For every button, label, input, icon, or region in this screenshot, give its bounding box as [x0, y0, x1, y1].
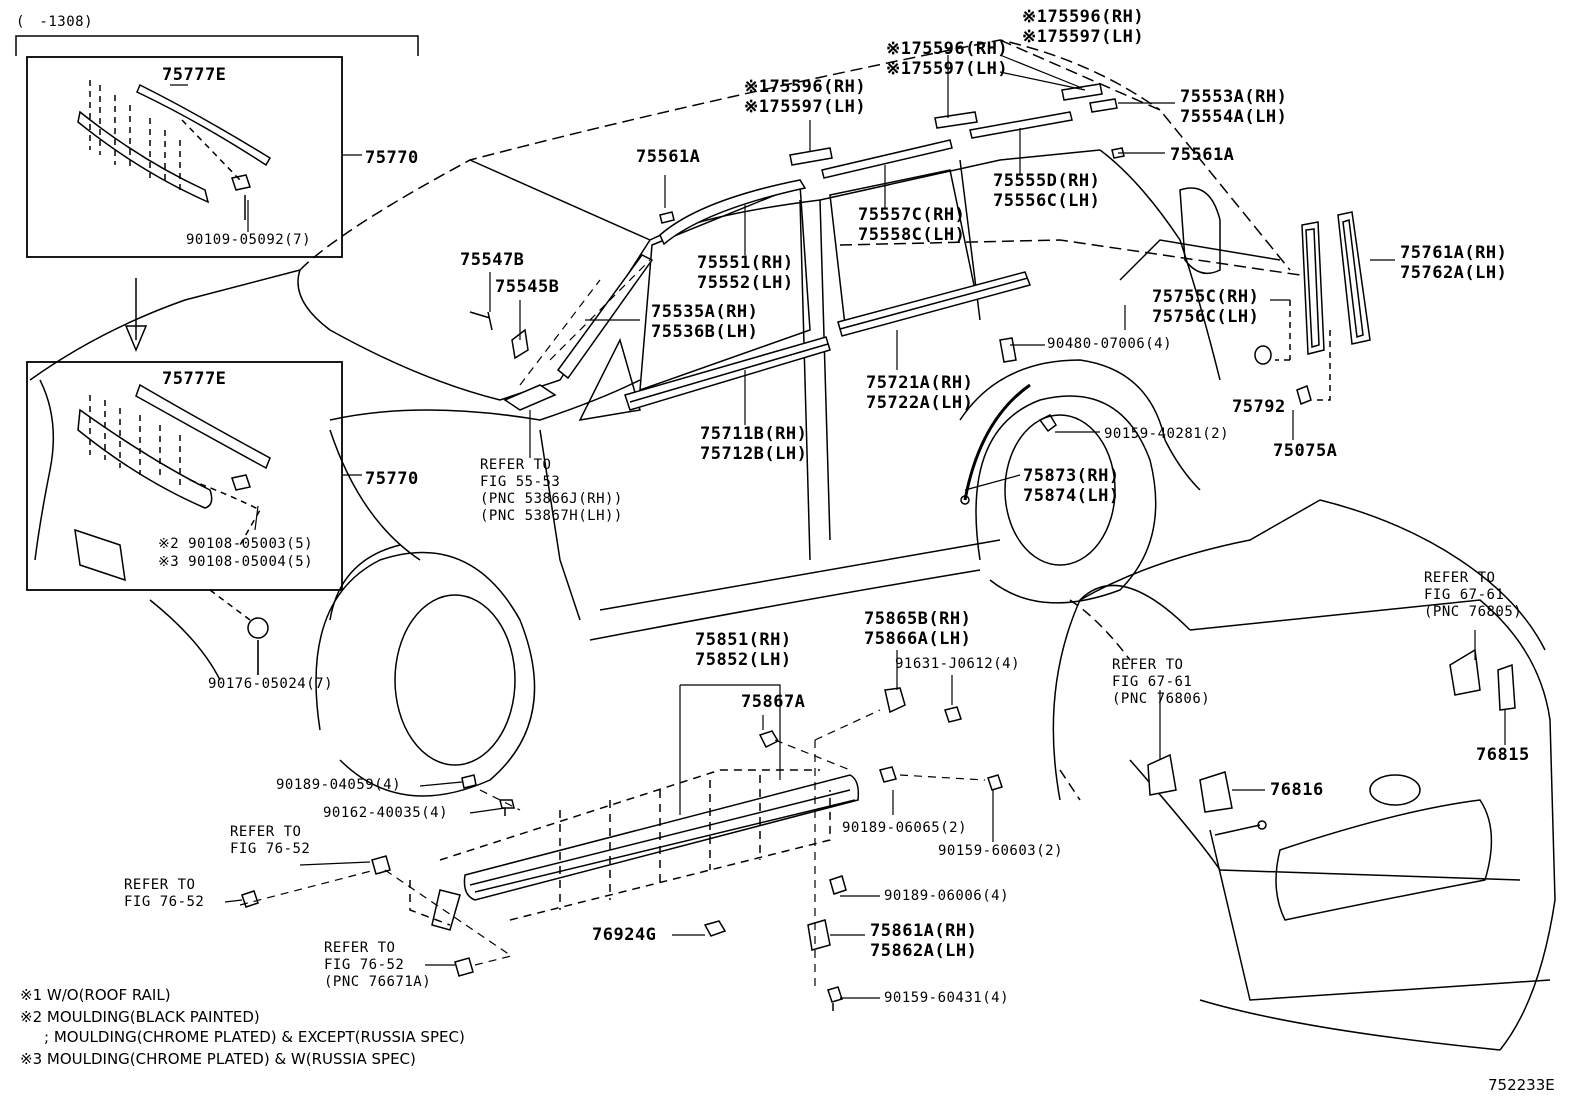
footnote-1: ※1 W/O(ROOF RAIL): [20, 986, 171, 1004]
fasteners: [241, 687, 1003, 1011]
down-arrow: [124, 278, 148, 352]
leader-lines: [170, 54, 1506, 999]
clip-90176: [247, 617, 269, 639]
part-label-75777E-top: 75777E: [162, 65, 227, 85]
part-label-90176: 90176-05024(7): [208, 676, 334, 692]
part-label-75756C: 75756C(LH): [1152, 307, 1260, 327]
part-label-76924G: 76924G: [592, 925, 657, 945]
part-label-75712B: 75712B(LH): [700, 444, 808, 464]
part-label-75557C: 75557C(RH): [858, 205, 966, 225]
part-label-75561A-front: 75561A: [636, 147, 701, 167]
inset-box-top: [26, 56, 343, 258]
part-label-90108-05003: ※2 90108-05003(5): [158, 536, 314, 552]
front-wheel: [149, 544, 536, 797]
part-label-75545B: 75545B: [495, 277, 560, 297]
part-label-76815: 76815: [1476, 745, 1530, 765]
part-label-90480: 90480-07006(4): [1047, 336, 1173, 352]
part-label-90109: 90109-05092(7): [186, 232, 312, 248]
rear-pillar-garnishes: [1254, 211, 1371, 406]
part-label-90108-05004: ※3 90108-05004(5): [158, 554, 314, 570]
part-label-90189-06006: 90189-06006(4): [884, 888, 1010, 904]
part-label-75535A: 75535A(RH): [651, 302, 759, 322]
part-label-75554A: 75554A(LH): [1180, 107, 1288, 127]
part-label-75770-bottom: 75770: [365, 469, 419, 489]
part-label-75597-lh-c: ※175597(LH): [744, 97, 867, 117]
belt-mouldings: [624, 271, 1031, 411]
part-label-75561A-rear: 75561A: [1170, 145, 1235, 165]
part-label-75711B: 75711B(RH): [700, 424, 808, 444]
part-label-75861A: 75861A(RH): [870, 921, 978, 941]
footnote-2-continued: ; MOULDING(CHROME PLATED) & EXCEPT(RUSSI…: [44, 1028, 465, 1046]
part-label-90189-06065: 90189-06065(2): [842, 820, 968, 836]
production-range: ( -1308): [16, 14, 94, 30]
part-label-90159-60431: 90159-60431(4): [884, 990, 1010, 1006]
part-label-75597-lh-a: ※175597(LH): [1022, 27, 1145, 47]
part-label-75597-lh-b: ※175597(LH): [886, 59, 1009, 79]
part-label-75596-rh-a: ※175596(RH): [1022, 7, 1145, 27]
refer-fig-76-52-c[interactable]: REFER TO FIG 76-52 (PNC 76671A): [324, 940, 432, 990]
inset-bottom-parts: [34, 379, 271, 582]
footnote-3: ※3 MOULDING(CHROME PLATED) & W(RUSSIA SP…: [20, 1050, 416, 1068]
refer-fig-67-61-76806[interactable]: REFER TO FIG 67-61 (PNC 76806): [1112, 657, 1211, 707]
part-label-75555D: 75555D(RH): [993, 171, 1101, 191]
part-label-75553A: 75553A(RH): [1180, 87, 1288, 107]
part-label-90159-60603: 90159-60603(2): [938, 843, 1064, 859]
part-label-75862A: 75862A(LH): [870, 941, 978, 961]
part-label-75770-top: 75770: [365, 148, 419, 168]
part-label-75761A: 75761A(RH): [1400, 243, 1508, 263]
refer-fig-55-53[interactable]: REFER TO FIG 55-53 (PNC 53866J(RH)) (PNC…: [480, 457, 623, 524]
part-label-75867A: 75867A: [741, 692, 806, 712]
refer-fig-76-52-b[interactable]: REFER TO FIG 76-52: [124, 877, 205, 910]
part-label-75547B: 75547B: [460, 250, 525, 270]
part-label-75722A: 75722A(LH): [866, 393, 974, 413]
diagram-id: 752233E: [1488, 1076, 1555, 1094]
part-label-90159-40281: 90159-40281(2): [1104, 426, 1230, 442]
inset-top-parts: [77, 80, 272, 220]
part-label-75873: 75873(RH): [1023, 466, 1120, 486]
part-label-91631: 91631-J0612(4): [895, 656, 1021, 672]
part-label-75851: 75851(RH): [695, 630, 792, 650]
refer-fig-76-52-a[interactable]: REFER TO FIG 76-52: [230, 824, 311, 857]
part-label-75762A: 75762A(LH): [1400, 263, 1508, 283]
wheel-arch-moulding: [963, 383, 1031, 501]
part-label-75558C: 75558C(LH): [858, 225, 966, 245]
part-label-75874: 75874(LH): [1023, 486, 1120, 506]
part-label-90162: 90162-40035(4): [323, 805, 449, 821]
range-bracket: [15, 35, 419, 56]
part-label-75755C: 75755C(RH): [1152, 287, 1260, 307]
a-pillar-moulding: [556, 254, 654, 380]
part-label-75721A: 75721A(RH): [866, 373, 974, 393]
inset-box-bottom: [26, 361, 343, 591]
part-label-75536B: 75536B(LH): [651, 322, 759, 342]
rocker-panel: [409, 769, 860, 931]
part-label-75552: 75552(LH): [697, 273, 794, 293]
part-label-75865B: 75865B(RH): [864, 609, 972, 629]
refer-fig-67-61-76805[interactable]: REFER TO FIG 67-61 (PNC 76805): [1424, 570, 1523, 620]
rear-vehicle: [1052, 499, 1556, 1051]
roof-mouldings: [659, 83, 1125, 246]
part-label-75777E-bottom: 75777E: [162, 369, 227, 389]
part-label-75596-rh-c: ※175596(RH): [744, 77, 867, 97]
part-label-75852: 75852(LH): [695, 650, 792, 670]
footnote-2: ※2 MOULDING(BLACK PAINTED): [20, 1008, 260, 1026]
part-label-90189-04059: 90189-04059(4): [276, 777, 402, 793]
part-label-75075A: 75075A: [1273, 441, 1338, 461]
part-label-75792: 75792: [1232, 397, 1286, 417]
part-label-75556C: 75556C(LH): [993, 191, 1101, 211]
part-label-75866A: 75866A(LH): [864, 629, 972, 649]
part-label-75596-rh-b: ※175596(RH): [886, 39, 1009, 59]
rear-wheel: [959, 359, 1201, 604]
part-label-75551: 75551(RH): [697, 253, 794, 273]
part-label-76816: 76816: [1270, 780, 1324, 800]
